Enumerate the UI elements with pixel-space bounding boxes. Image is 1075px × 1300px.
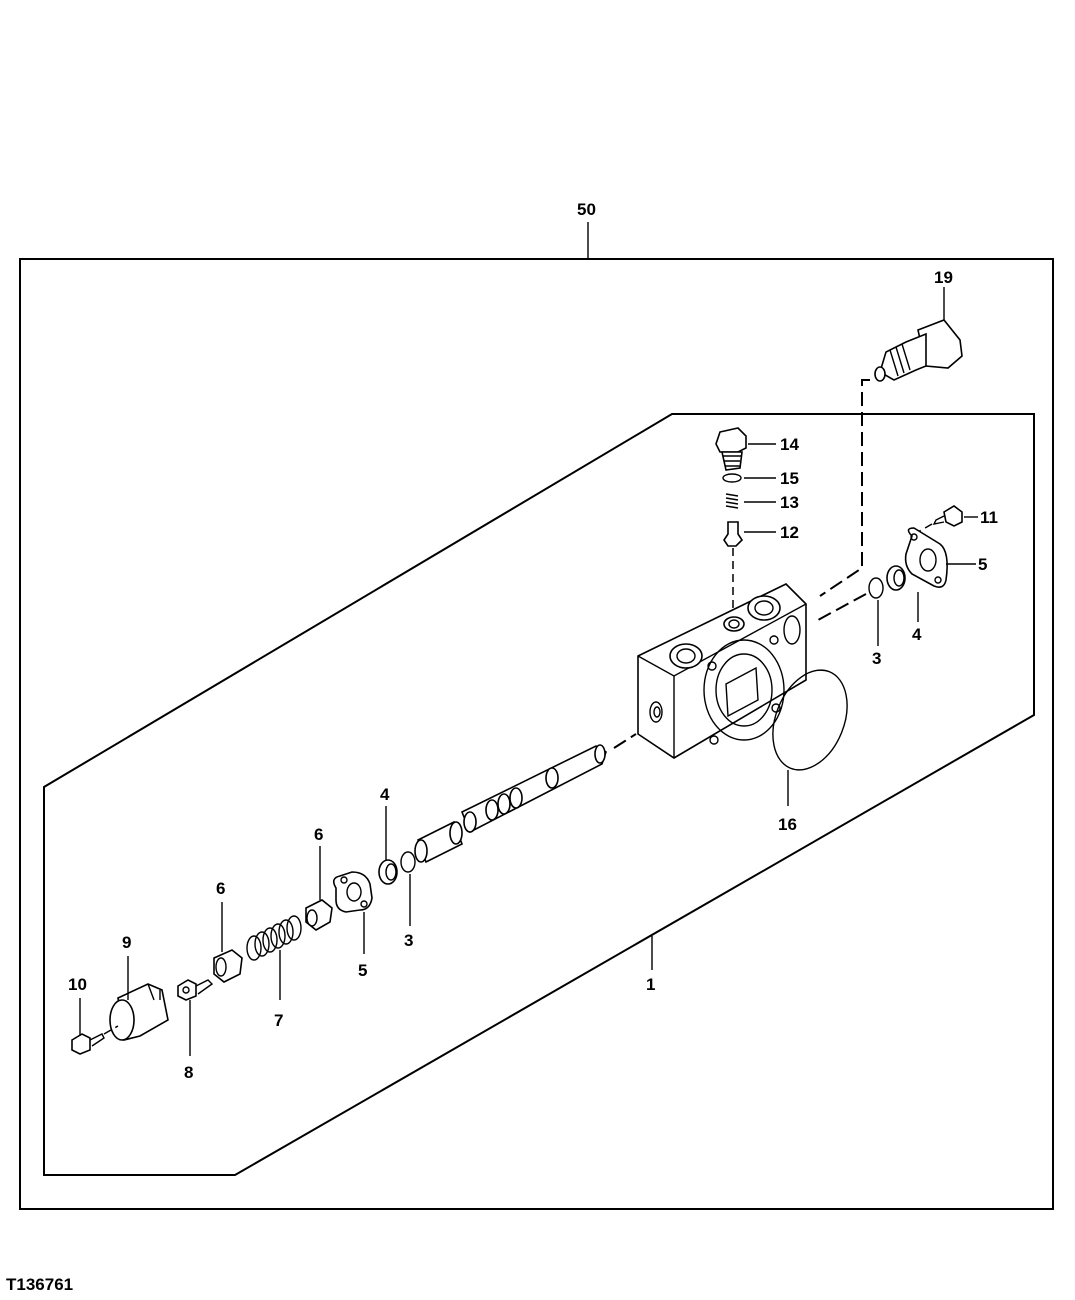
valve-section-frame-1 — [43, 413, 1035, 1176]
part-19-pressure-switch — [874, 319, 963, 382]
part-8-bolt — [177, 979, 214, 1001]
part-4-right-cap — [886, 565, 906, 591]
callout-1: 1 — [646, 975, 655, 994]
spool — [460, 744, 607, 834]
callout-50: 50 — [577, 200, 596, 219]
part-5-left-flange — [332, 871, 373, 913]
part-7-spring — [246, 915, 302, 961]
callout-11: 11 — [980, 508, 998, 527]
dash-line-19 — [819, 379, 870, 597]
callout-16: 16 — [778, 815, 797, 834]
callout-4-right: 4 — [912, 625, 922, 644]
callout-3-left: 3 — [404, 931, 413, 950]
part-3-right-o-ring — [868, 577, 884, 599]
part-11-bolt — [932, 505, 963, 527]
spool-sleeve — [414, 820, 463, 864]
part-3-left-o-ring — [400, 851, 416, 873]
part-6-upper-seat — [305, 899, 333, 931]
callout-9: 9 — [122, 933, 131, 952]
part-5-right-flange-cover — [904, 527, 948, 588]
callout-5-right: 5 — [978, 555, 987, 574]
callout-13: 13 — [780, 493, 799, 512]
part-13-spring — [725, 493, 739, 509]
part-4-left-cap — [378, 859, 398, 885]
callout-6-lower: 6 — [216, 879, 225, 898]
part-16-large-o-ring — [772, 669, 848, 771]
part-6-lower-seat — [213, 949, 243, 983]
dash-line-axis-left — [103, 1025, 119, 1035]
part-9-cap — [109, 983, 169, 1041]
callout-10: 10 — [68, 975, 87, 994]
callout-3-right: 3 — [872, 649, 881, 668]
callout-19: 19 — [934, 268, 953, 287]
part-10-bolt — [71, 1033, 105, 1055]
callout-8: 8 — [184, 1063, 193, 1082]
callout-7: 7 — [274, 1011, 283, 1030]
part-15-o-ring — [722, 473, 742, 483]
callout-6-upper: 6 — [314, 825, 323, 844]
valve-body — [637, 583, 807, 759]
dash-line-3-right — [817, 593, 867, 621]
part-14-plug — [715, 427, 747, 471]
callout-15: 15 — [780, 469, 799, 488]
callout-5-left: 5 — [358, 961, 367, 980]
callout-14: 14 — [780, 435, 799, 454]
callout-12: 12 — [780, 523, 799, 542]
part-12-poppet — [723, 521, 744, 547]
callout-4-left: 4 — [380, 785, 390, 804]
dash-line-11 — [917, 523, 933, 533]
dash-line-spool — [613, 733, 637, 749]
figure-id: T136761 — [6, 1275, 73, 1294]
assembly-frame-50 — [19, 258, 1054, 1210]
